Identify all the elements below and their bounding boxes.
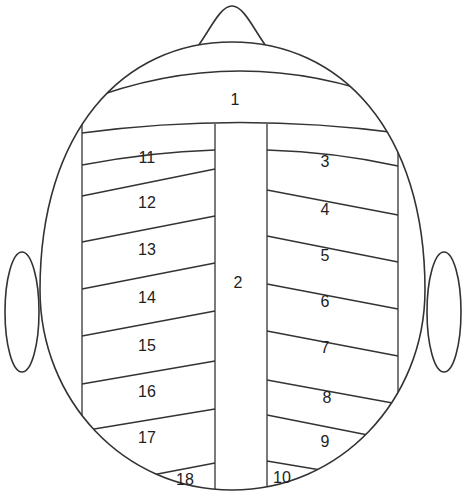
region-band: 5	[318, 246, 339, 266]
region-number: 13	[138, 241, 162, 259]
right-ear	[427, 252, 461, 372]
region-number: 15	[138, 337, 162, 355]
region-number: 8	[323, 389, 338, 407]
region-number: 14	[138, 289, 162, 307]
region-number: 4	[321, 201, 336, 219]
region-band: 17	[135, 428, 165, 448]
region-band: 6	[318, 292, 339, 312]
region-band: 16	[135, 382, 165, 402]
region-number: 9	[321, 433, 336, 451]
region-number: 3	[321, 153, 336, 171]
region-band: 14	[135, 288, 165, 308]
region-number: 16	[138, 383, 162, 401]
nose	[198, 6, 266, 46]
region-band: 8	[320, 388, 341, 408]
region-band: 7	[318, 338, 339, 358]
region-band: 11	[136, 148, 165, 168]
region-number: 5	[321, 247, 336, 265]
region-number: 10	[273, 469, 297, 487]
region-number: 11	[139, 149, 162, 167]
region-number: 12	[138, 194, 162, 212]
region-band: 18	[173, 470, 203, 490]
region-band: 3	[318, 152, 339, 172]
region-number: 17	[138, 429, 162, 447]
region-number: 6	[321, 293, 336, 311]
region-number: 1	[231, 91, 246, 109]
region-band: 13	[135, 240, 165, 260]
region-band: 15	[135, 336, 165, 356]
region-band: 10	[270, 468, 300, 488]
region-band: 4	[318, 200, 339, 220]
region-band: 2	[231, 273, 252, 293]
region-lines	[82, 71, 398, 496]
region-band: 9	[318, 432, 339, 452]
region-band: 12	[135, 193, 165, 213]
region-number: 7	[321, 339, 336, 357]
left-ear	[5, 252, 39, 372]
region-number: 2	[234, 274, 249, 292]
head-outline	[40, 42, 425, 490]
region-number: 18	[176, 471, 200, 489]
region-band: 1	[228, 90, 249, 110]
